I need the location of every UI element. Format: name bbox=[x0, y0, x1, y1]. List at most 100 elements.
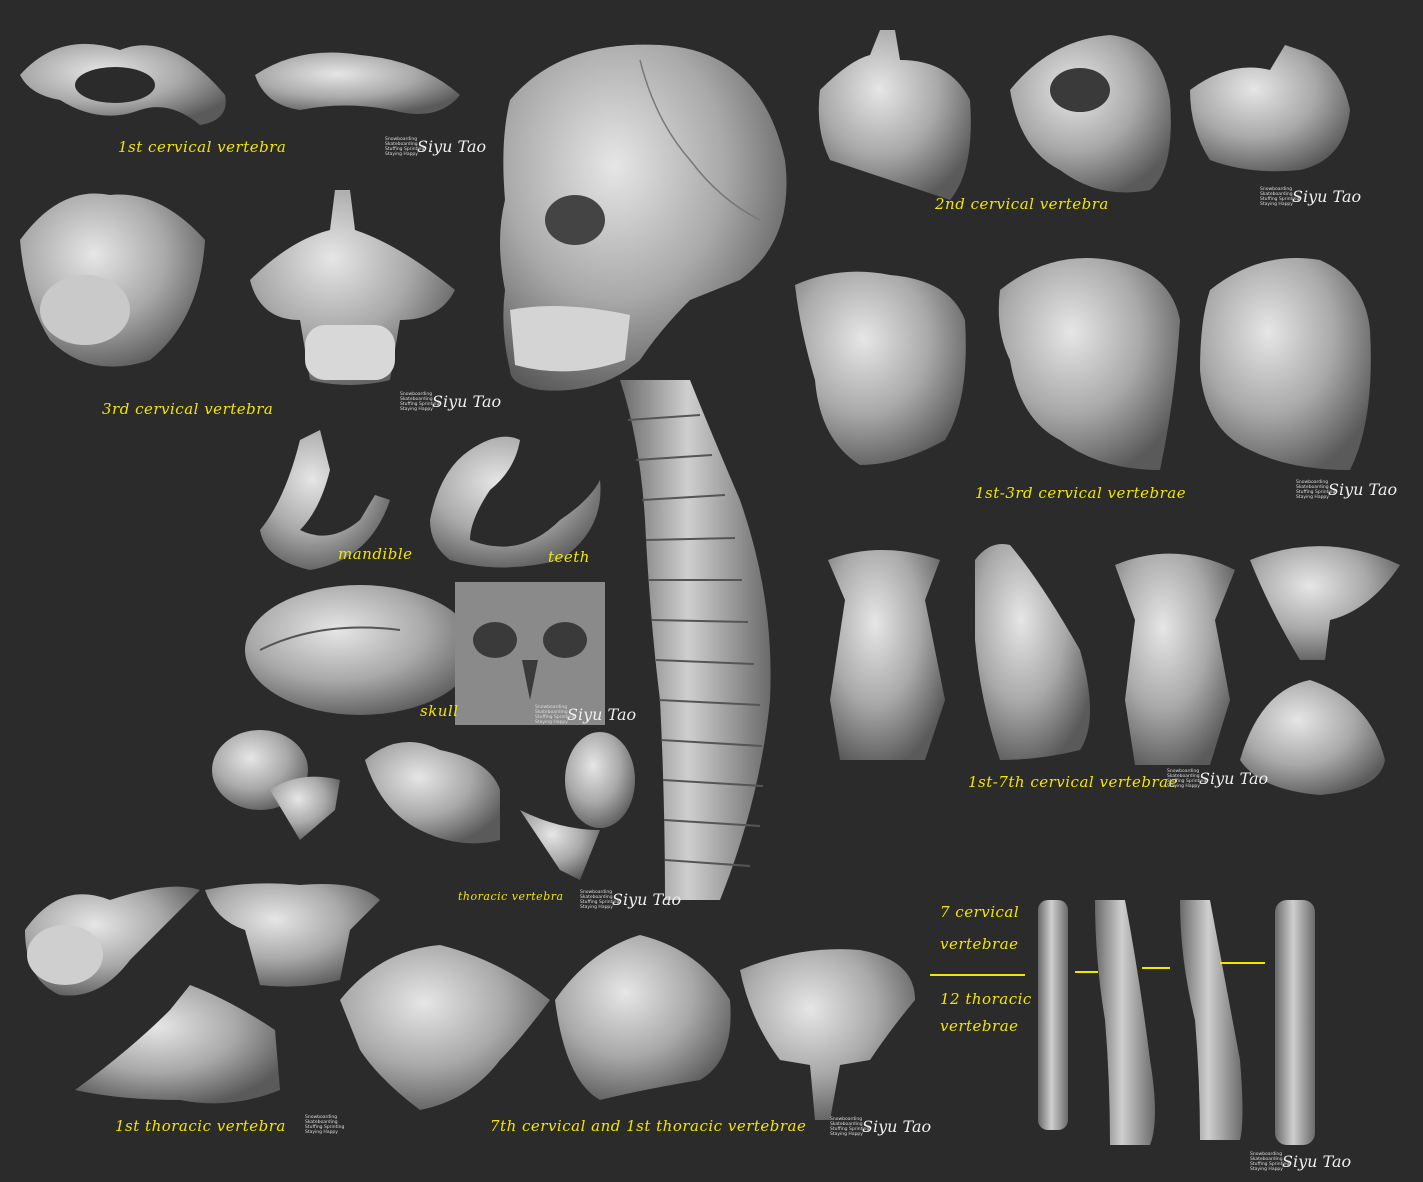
signature-line2: Skateboarding bbox=[830, 1122, 863, 1127]
signature-line3: Stuffing Sprinting bbox=[535, 715, 575, 720]
c1c3-render-3 bbox=[1200, 258, 1371, 470]
divider-lines bbox=[930, 962, 1265, 976]
signature-line4: Staying Happy bbox=[830, 1132, 863, 1137]
t1-render-2 bbox=[205, 883, 380, 987]
c2-render-1 bbox=[818, 30, 971, 200]
signature-line3: Stuffing Sprinting bbox=[400, 402, 440, 407]
skull-render bbox=[500, 44, 787, 391]
signature-line2: Skateboarding bbox=[385, 142, 418, 147]
signature-line4: Staying Happy bbox=[1260, 202, 1293, 207]
full-spine-render-1 bbox=[1038, 900, 1068, 1130]
signature: Snowboarding Skateboarding Stuffing Spri… bbox=[580, 888, 681, 914]
mandible-render bbox=[260, 430, 390, 570]
t1-render-3 bbox=[75, 985, 280, 1104]
label-c1: 1st cervical vertebra bbox=[118, 138, 287, 156]
c1c7-render-3 bbox=[1115, 553, 1235, 765]
signature-line1: Snowboarding bbox=[400, 392, 433, 397]
c3-render-2 bbox=[250, 190, 455, 385]
signature-line1: Snowboarding bbox=[580, 890, 613, 895]
c7t1-render-1 bbox=[340, 945, 550, 1110]
thoracic-render-3 bbox=[520, 732, 635, 880]
label-seven-cervical-1: 7 cervical bbox=[940, 903, 1020, 921]
signature-line3: Stuffing Sprinting bbox=[305, 1125, 345, 1130]
signature-line4: Staying Happy bbox=[535, 720, 568, 725]
thoracic-render-1 bbox=[212, 730, 340, 840]
signature-line2: Skateboarding bbox=[535, 710, 568, 715]
signature-line4: Staying Happy bbox=[1296, 495, 1329, 500]
signature-line1: Snowboarding bbox=[830, 1117, 863, 1122]
signature: Snowboarding Skateboarding Stuffing Spri… bbox=[1296, 478, 1397, 504]
signature-line3: Stuffing Sprinting bbox=[1296, 490, 1336, 495]
full-spine-render-3 bbox=[1180, 900, 1243, 1140]
signature-line3: Stuffing Sprinting bbox=[1167, 779, 1207, 784]
spine-render bbox=[620, 380, 771, 900]
atlas-render-2 bbox=[255, 52, 460, 114]
signature-name: Siyu Tao bbox=[862, 1117, 932, 1136]
teeth-render bbox=[430, 436, 601, 568]
signature-name: Siyu Tao bbox=[1199, 769, 1269, 788]
label-c1-c7: 1st-7th cervical vertebrae bbox=[968, 773, 1178, 791]
label-teeth: teeth bbox=[548, 548, 590, 566]
signature-line1: Snowboarding bbox=[1167, 769, 1200, 774]
label-t1: 1st thoracic vertebra bbox=[115, 1117, 286, 1135]
label-c1-c3: 1st-3rd cervical vertebrae bbox=[975, 484, 1187, 502]
label-c7-t1: 7th cervical and 1st thoracic vertebrae bbox=[490, 1117, 807, 1135]
signature-line1: Snowboarding bbox=[305, 1115, 338, 1120]
c3-render-1 bbox=[20, 193, 205, 367]
signature: Snowboarding Skateboarding Stuffing Spri… bbox=[1167, 767, 1268, 793]
signature: Snowboarding Skateboarding Stuffing Spri… bbox=[1260, 185, 1361, 211]
c2-render-3 bbox=[1190, 45, 1350, 172]
signature-line2: Skateboarding bbox=[1167, 774, 1200, 779]
signature-line2: Skateboarding bbox=[580, 895, 613, 900]
signature-name: Siyu Tao bbox=[432, 392, 502, 411]
signature-line4: Staying Happy bbox=[385, 152, 418, 157]
signature-name: Siyu Tao bbox=[1328, 480, 1398, 499]
signature-line3: Stuffing Sprinting bbox=[580, 900, 620, 905]
signature-name: Siyu Tao bbox=[417, 137, 487, 156]
signature-name: Siyu Tao bbox=[567, 705, 637, 724]
c2-render-2 bbox=[1010, 35, 1171, 193]
signature-line1: Snowboarding bbox=[1250, 1152, 1283, 1157]
thoracic-render-2 bbox=[365, 742, 500, 844]
signature-line1: Snowboarding bbox=[535, 705, 568, 710]
signature-line1: Snowboarding bbox=[385, 137, 418, 142]
signature: Snowboarding Skateboarding Stuffing Spri… bbox=[535, 703, 636, 729]
signature-name: Siyu Tao bbox=[1282, 1152, 1352, 1171]
c1c7-render-2 bbox=[975, 544, 1090, 760]
signature: Snowboarding Skateboarding Stuffing Spri… bbox=[400, 390, 501, 416]
label-c2: 2nd cervical vertebra bbox=[935, 195, 1109, 213]
label-seven-cervical-2: vertebrae bbox=[940, 935, 1019, 953]
c7t1-render-3 bbox=[740, 949, 915, 1120]
atlas-render-1 bbox=[20, 43, 226, 125]
signature-name: Siyu Tao bbox=[612, 890, 682, 909]
skull-base-render bbox=[245, 585, 475, 715]
signature-line2: Skateboarding bbox=[400, 397, 433, 402]
signature-name: Siyu Tao bbox=[1292, 187, 1362, 206]
full-spine-render-4 bbox=[1275, 900, 1315, 1145]
signature-line4: Staying Happy bbox=[400, 407, 433, 412]
signature-line2: Skateboarding bbox=[305, 1120, 338, 1125]
signature-line3: Stuffing Sprinting bbox=[830, 1127, 870, 1132]
signature: Snowboarding Skateboarding Stuffing Spri… bbox=[305, 1113, 385, 1139]
c7t1-render-2 bbox=[555, 935, 731, 1100]
c1c3-render-2 bbox=[998, 258, 1180, 470]
signature-line1: Snowboarding bbox=[1260, 187, 1293, 192]
signature: Snowboarding Skateboarding Stuffing Spri… bbox=[830, 1115, 931, 1141]
c1c7-render-4 bbox=[1240, 546, 1400, 795]
label-c3: 3rd cervical vertebra bbox=[102, 400, 274, 418]
signature-line1: Snowboarding bbox=[1296, 480, 1329, 485]
signature-line3: Stuffing Sprinting bbox=[1250, 1162, 1290, 1167]
signature-line4: Staying Happy bbox=[1167, 784, 1200, 789]
label-thoracic: thoracic vertebra bbox=[458, 890, 564, 903]
full-spine-render-2 bbox=[1095, 900, 1155, 1145]
t1-render-1 bbox=[25, 886, 200, 996]
signature-line2: Skateboarding bbox=[1250, 1157, 1283, 1162]
label-skull: skull bbox=[420, 702, 459, 720]
signature-line4: Staying Happy bbox=[580, 905, 613, 910]
signature-line2: Skateboarding bbox=[1296, 485, 1329, 490]
skull-front-render bbox=[455, 582, 605, 725]
c1c3-render-1 bbox=[795, 271, 966, 465]
c1c7-render-1 bbox=[828, 550, 945, 760]
